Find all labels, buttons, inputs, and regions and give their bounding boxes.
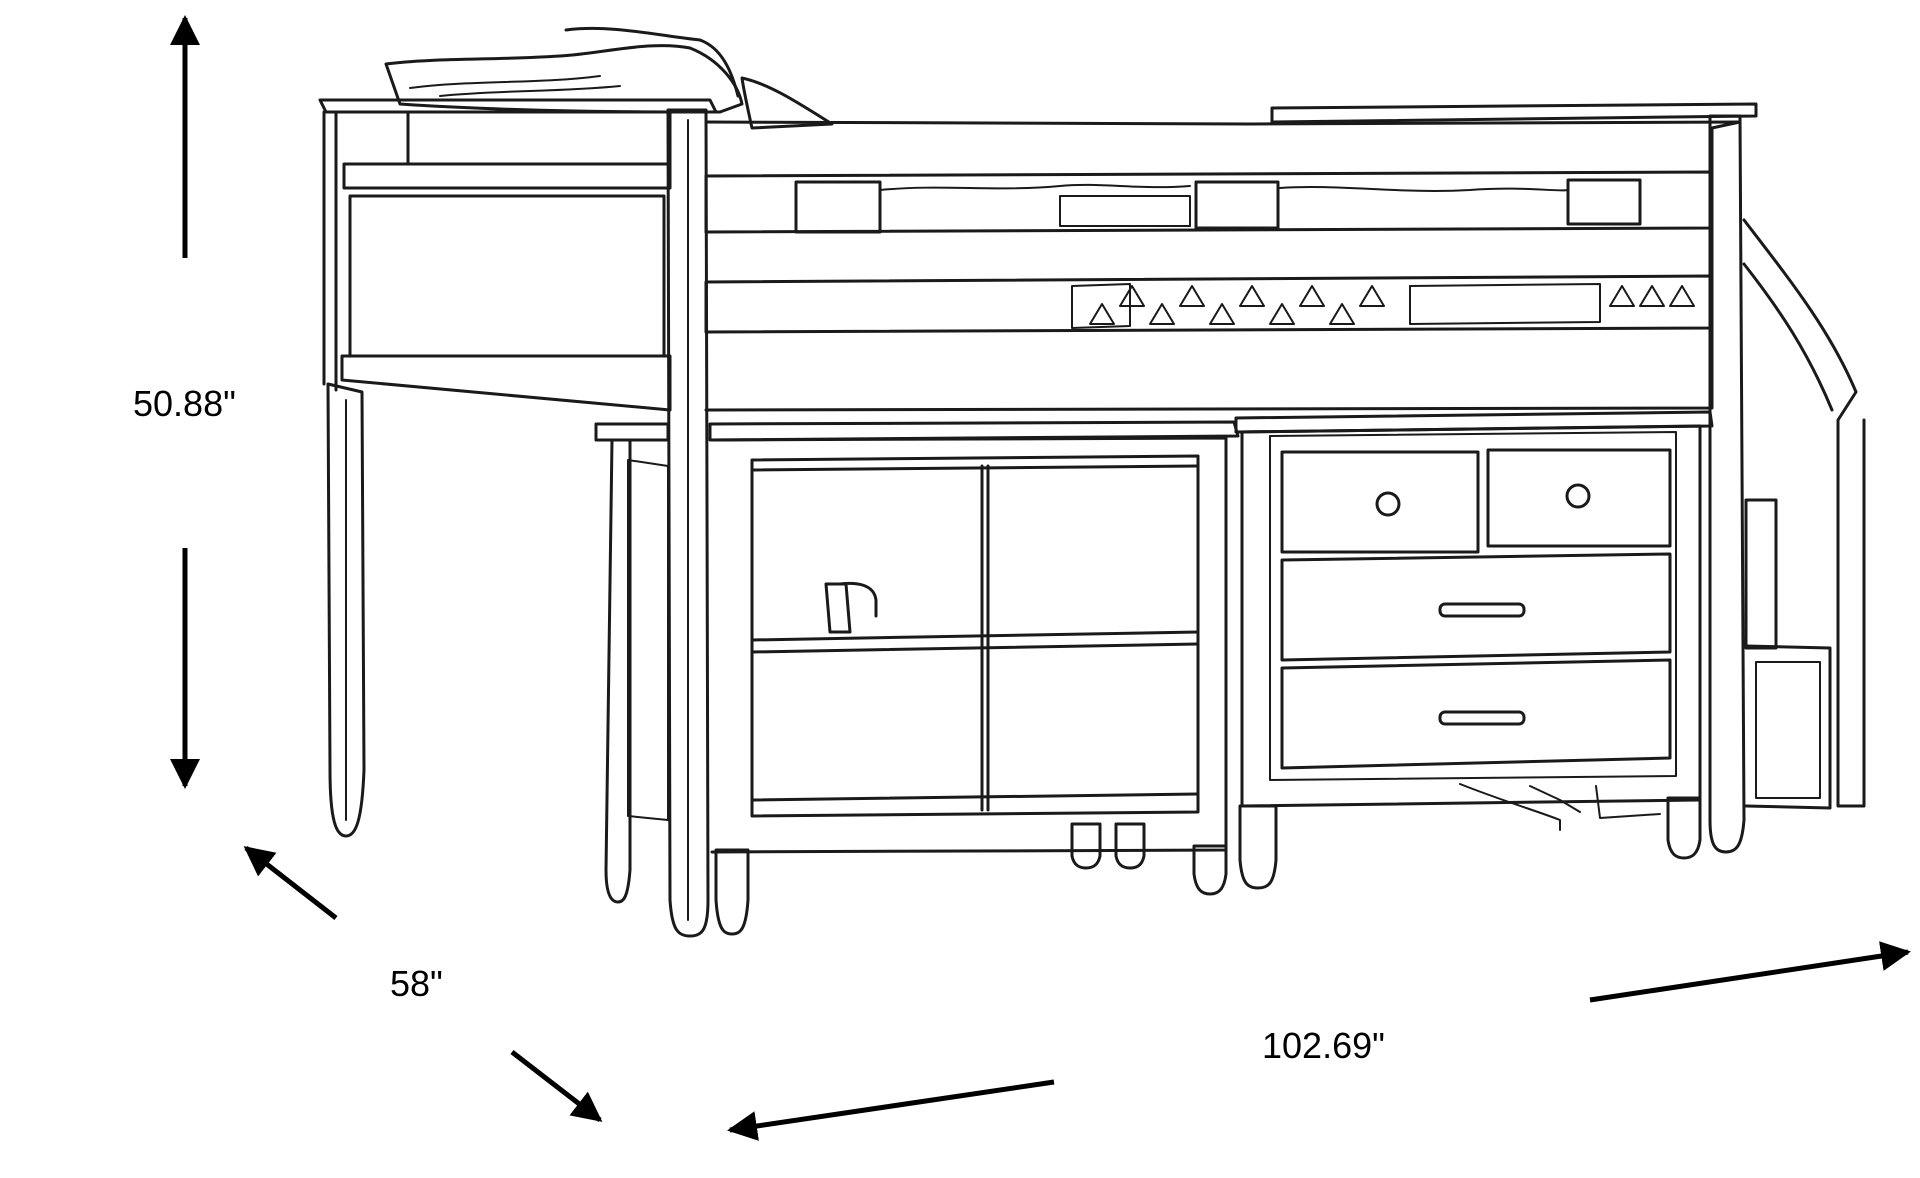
stairs-unit xyxy=(1742,218,1866,810)
front-corner-post xyxy=(666,108,710,938)
depth-dimension-label: 58" xyxy=(390,963,443,1004)
width-dimension-label: 102.69" xyxy=(1262,1025,1385,1066)
left-bed-end xyxy=(318,98,718,838)
right-bed-end xyxy=(1270,102,1758,854)
width-arrow-right xyxy=(1589,941,1911,1003)
dresser xyxy=(1234,410,1714,890)
loft-bed-drawing xyxy=(318,26,1866,938)
width-arrow-left xyxy=(727,1079,1055,1141)
height-dimension-label: 50.88" xyxy=(133,383,236,424)
desk xyxy=(594,422,670,904)
depth-arrow-top xyxy=(243,846,338,920)
depth-arrow-bottom xyxy=(510,1050,603,1122)
dimension-arrows xyxy=(170,15,1911,1141)
cubby-bookcase xyxy=(708,420,1240,936)
bed-side-panel xyxy=(704,120,1742,412)
